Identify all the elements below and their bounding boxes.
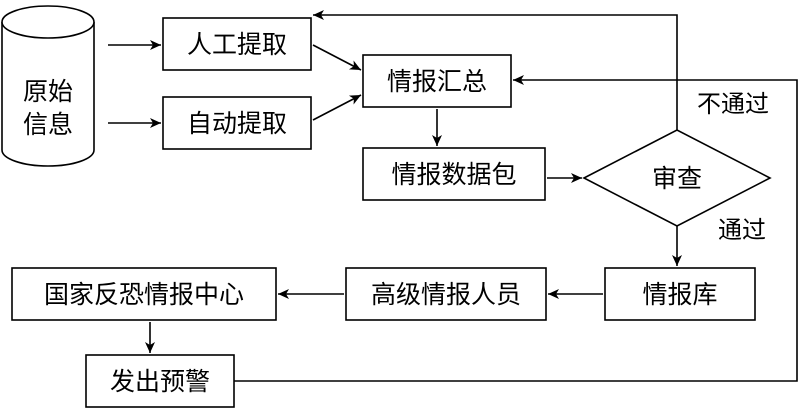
intel-summary-label: 情报汇总: [387, 67, 487, 96]
source-label-line1: 原始: [23, 77, 73, 106]
counterterror-center-box: 国家反恐情报中心: [11, 267, 277, 321]
senior-staff-box: 高级情报人员: [345, 267, 547, 321]
issue-warning-label: 发出预警: [110, 367, 210, 396]
source-cylinder: 原始 信息: [1, 5, 95, 167]
arrow-review-reject-to-manual: [313, 10, 678, 130]
senior-staff-label: 高级情报人员: [371, 280, 521, 309]
intel-summary-box: 情报汇总: [362, 54, 512, 108]
manual-extract-box: 人工提取: [162, 17, 312, 71]
review-label: 审查: [652, 164, 702, 193]
auto-extract-box: 自动提取: [162, 96, 312, 150]
intel-library-box: 情报库: [604, 267, 756, 321]
counterterror-center-label: 国家反恐情报中心: [44, 280, 244, 309]
intel-package-label: 情报数据包: [391, 160, 516, 189]
not-passed-label: 不通过: [697, 90, 769, 118]
manual-extract-label: 人工提取: [187, 30, 287, 59]
source-label-line2: 信息: [23, 110, 73, 139]
intel-package-box: 情报数据包: [362, 147, 546, 201]
arrow-manual-to-summary: [312, 44, 362, 71]
arrow-warning-feedback-to-summary: [234, 75, 798, 382]
issue-warning-box: 发出预警: [85, 354, 235, 408]
intel-library-label: 情报库: [642, 280, 717, 309]
passed-label: 通过: [718, 216, 766, 244]
auto-extract-label: 自动提取: [187, 109, 287, 138]
review-diamond: 审查: [582, 129, 772, 227]
arrow-auto-to-summary: [312, 94, 362, 121]
